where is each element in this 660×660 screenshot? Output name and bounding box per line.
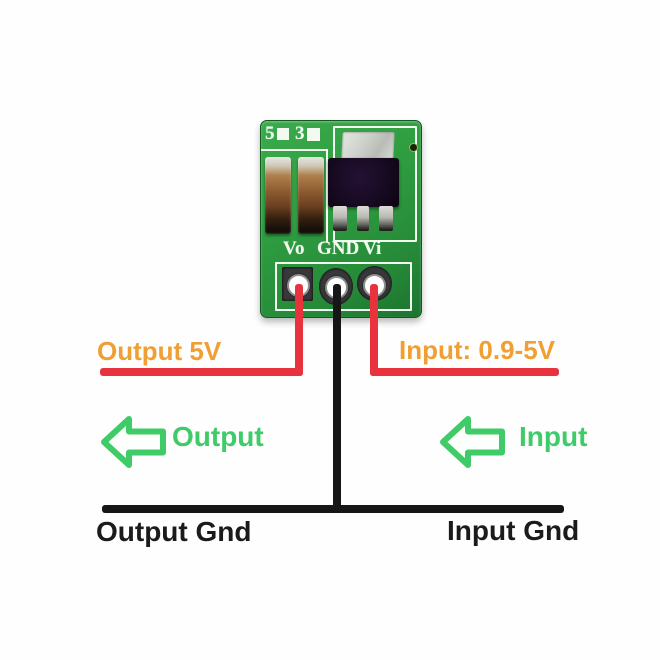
input-arrow-icon (440, 416, 505, 468)
silkscreen-divider-horizontal (261, 149, 328, 151)
output-arrow-icon (101, 416, 166, 468)
ic-leg-2 (357, 206, 369, 231)
input-voltage-label: Input: 0.9-5V (399, 335, 556, 365)
voltage-regulator-ic (328, 158, 399, 207)
capacitor-right (298, 157, 324, 234)
input-wire-vertical (370, 284, 378, 376)
silkscreen-jumper5-label: 5 (265, 123, 275, 144)
output-wire-vertical (295, 284, 303, 376)
pin-label-vi: Vi (363, 238, 382, 259)
via-dot (409, 143, 418, 152)
pin-label-vo: Vo (283, 238, 305, 259)
output-direction-label: Output (172, 421, 264, 452)
silkscreen-jumper3-label: 3 (295, 123, 305, 144)
ic-heatsink-tab (341, 132, 395, 159)
jumper3-pad-square (307, 128, 320, 141)
ic-leg-3 (379, 206, 393, 231)
pin-label-gnd: GND (317, 238, 360, 259)
ic-leg-1 (333, 206, 347, 231)
silkscreen-divider-vertical (326, 149, 328, 242)
output-wire-horizontal (100, 368, 303, 376)
ground-wire-vertical (333, 284, 341, 513)
output-gnd-label: Output Gnd (96, 516, 252, 547)
input-wire-horizontal (370, 368, 559, 376)
jumper5-pad-square (277, 128, 289, 140)
capacitor-left (265, 157, 291, 234)
output-voltage-label: Output 5V (97, 336, 222, 366)
input-gnd-label: Input Gnd (447, 515, 580, 546)
silkscreen-pin-outline (275, 262, 412, 311)
input-direction-label: Input (519, 421, 588, 452)
pcb-board: 5 3 Vo GND Vi (260, 120, 422, 318)
ground-wire-horizontal (102, 505, 564, 513)
